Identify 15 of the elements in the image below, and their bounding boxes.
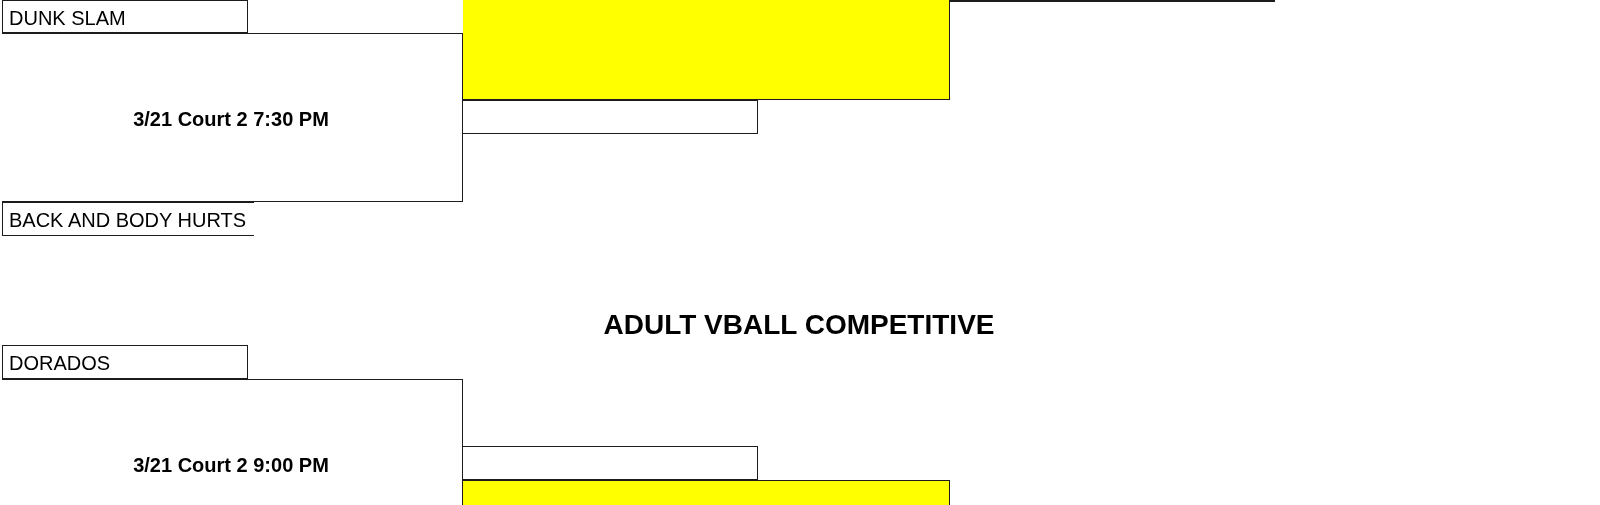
advance-slot [463,480,950,505]
team-name: DORADOS [9,351,111,375]
team-name: BACK AND BODY HURTS [9,208,247,232]
winner-slot [463,446,758,480]
team-slot [2,0,248,33]
game-bracket [2,33,463,202]
team-name: DUNK SLAM [9,6,126,29]
game-schedule: 3/21 Court 2 9:00 PM [133,453,329,476]
winner-slot [463,100,758,134]
team-slot [2,202,254,236]
game-bracket [2,379,463,505]
game-schedule: 3/21 Court 2 7:30 PM [133,107,329,130]
advance-slot [463,0,950,100]
bracket-title: ADULT VBALL COMPETITIVE [603,308,995,341]
team-slot [2,345,248,379]
